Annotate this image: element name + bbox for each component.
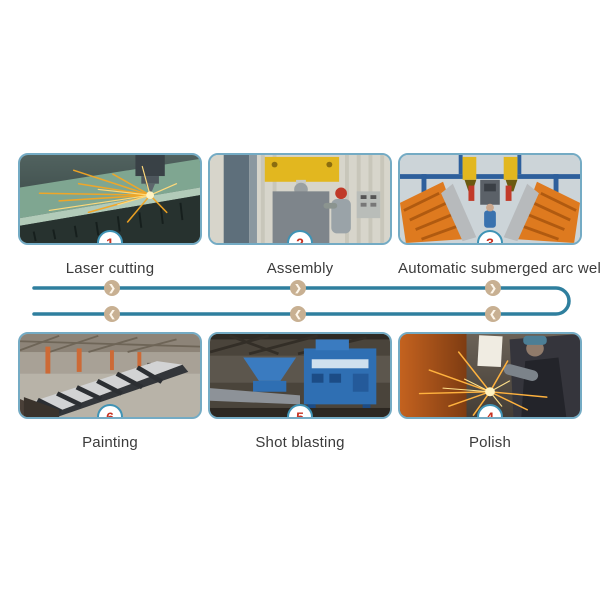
badge-wrap: 5	[210, 404, 390, 417]
step-photo-card: 3	[398, 153, 582, 245]
step-number-badge: 4	[477, 404, 503, 417]
step-label: Laser cutting	[65, 260, 155, 277]
step-label: Shot blasting	[255, 434, 345, 451]
step-photo-card: 4	[398, 332, 582, 419]
backward-arrow-icon: ❮	[290, 306, 306, 322]
submerged-arc-welding-photo	[400, 155, 580, 243]
badge-wrap: 1	[20, 230, 200, 243]
badge-wrap: 6	[20, 404, 200, 417]
step-painting: 6 Painting	[18, 332, 202, 451]
step-label: Painting	[82, 434, 138, 451]
step-number-badge: 2	[287, 230, 313, 243]
step-label: Automatic submerged arc welding	[398, 260, 600, 277]
badge-wrap: 2	[210, 230, 390, 243]
polish-photo	[400, 334, 580, 417]
step-photo-card: 6	[18, 332, 202, 419]
step-photo-card: 2	[208, 153, 392, 245]
step-photo-card: 1	[18, 153, 202, 245]
step-laser-cutting: 1 Laser cutting	[18, 153, 202, 277]
forward-arrow-icon: ❯	[290, 280, 306, 296]
step-photo-card: 5	[208, 332, 392, 419]
step-label: Polish	[468, 434, 512, 451]
step-arc-welding: 3 Automatic submerged arc welding	[398, 153, 600, 277]
step-number-badge: 1	[97, 230, 123, 243]
badge-wrap: 3	[400, 230, 580, 243]
step-label: Assembly	[266, 260, 334, 277]
backward-arrow-icon: ❮	[485, 306, 501, 322]
step-number-badge: 6	[97, 404, 123, 417]
step-assembly: 2 Assembly	[208, 153, 392, 277]
assembly-photo	[210, 155, 390, 243]
shot-blasting-photo	[210, 334, 390, 417]
step-shot-blasting: 5 Shot blasting	[208, 332, 392, 451]
forward-arrow-icon: ❯	[104, 280, 120, 296]
step-number-badge: 3	[477, 230, 503, 243]
badge-wrap: 4	[400, 404, 580, 417]
forward-arrow-icon: ❯	[485, 280, 501, 296]
painting-photo	[20, 334, 200, 417]
step-polish: 4 Polish	[398, 332, 582, 451]
backward-arrow-icon: ❮	[104, 306, 120, 322]
laser-cutting-photo	[20, 155, 200, 243]
step-number-badge: 5	[287, 404, 313, 417]
